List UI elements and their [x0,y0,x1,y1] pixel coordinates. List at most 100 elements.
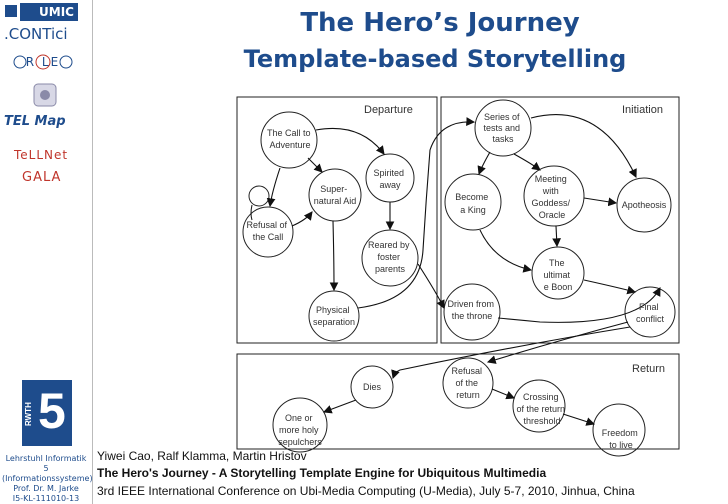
node-series-line-2: tests and [483,123,520,133]
node-circle-dies [350,365,394,409]
node-sepulchers: One or more holy sepulchers [278,413,322,447]
node-boon: The ultimat e Boon [543,258,572,292]
return-frame [236,353,680,450]
node-spirited: Spirited away [373,168,406,190]
arrow-goddess-to-boon [552,225,562,248]
node-final-line-1: Final [639,302,659,312]
node-physical-line-1: Physical [316,305,350,315]
node-series-line-3: tasks [492,134,514,144]
node-physical-line-2: separation [313,317,355,327]
node-refusal-call-line-2: the Call [253,232,284,242]
node-sepulchers-line-2: more holy [279,425,319,435]
rwth-number: 5 [38,383,66,439]
arrow-final-to-refusal-return [486,321,629,364]
sidebar: UMIC .CONTici R LE TEL Map TeLLNet GALA … [0,0,93,504]
node-refusal-return-line-3: return [456,390,480,400]
node-call: The Call to Adventure [267,128,313,150]
arrow-series-to-king [477,151,491,176]
node-circle-sepulchers [272,397,328,453]
section-return: Return [632,363,665,375]
node-circle-series [474,99,532,157]
arrow-call-to-refusal [266,167,281,208]
node-goddess-line-2: with [542,186,559,196]
node-driven-line-2: the throne [452,311,493,321]
node-supernatural: Super- natural Aid [314,184,357,206]
umic-logo-mark [5,5,17,17]
arrow-goddess-to-apotheosis [583,197,618,207]
section-initiation: Initiation [622,104,663,116]
node-goddess-line-1: Meeting [535,174,567,184]
node-spirited-line-2: away [379,180,401,190]
node-freedom: Freedom to live [602,428,641,450]
node-driven: Driven from the throne [447,299,496,321]
node-sepulchers-line-1: One or [285,413,313,423]
node-circle-refusal-call-loop [248,185,270,207]
node-final-line-2: conflict [636,314,665,324]
node-apotheosis-line-1: Apotheosis [622,200,667,210]
node-freedom-line-2: to live [609,440,633,450]
node-series: Series of tests and tasks [483,112,522,144]
node-dies-line-1: Dies [363,382,382,392]
departure-frame [236,96,438,344]
slide-id: I5-KL-111010-13 [12,494,80,503]
node-goddess-line-3: Goddess/ [531,198,570,208]
role-circles-icon [13,54,73,70]
node-king-line-2: a King [460,205,486,215]
umic-logo: UMIC [20,3,78,21]
node-apotheosis: Apotheosis [622,200,667,210]
role-logo: R LE [8,47,78,77]
node-series-line-1: Series of [484,112,520,122]
node-crossing-line-2: of the return [516,404,565,414]
gala-logo: GALA [22,170,62,185]
arrow-call-to-spirited [315,127,385,155]
node-refusal-return: Refusal of the return [451,366,484,400]
node-boon-line-3: e Boon [544,282,573,292]
node-king: Become a King [455,192,491,215]
chair-info: Lehrstuhl Informatik 5 (Informationssyst… [2,454,93,504]
node-refusal-call-line-1: Refusal of [246,220,287,230]
node-circle-freedom [592,403,646,457]
node-boon-line-2: ultimat [543,270,570,280]
node-circle-king [444,173,502,231]
node-circle-physical [308,290,360,342]
node-crossing-line-1: Crossing [523,392,559,402]
arrow-physical-to-series [357,117,476,309]
node-goddess-line-4: Oracle [539,210,566,220]
conticiole-logo: .CONTici [4,25,68,43]
node-boon-line-1: The [549,258,565,268]
node-final: Final conflict [636,302,665,324]
node-circle-goddess [523,165,585,227]
node-circle-driven [443,283,501,341]
node-reared-line-2: foster [377,252,400,262]
node-dies: Dies [363,382,382,392]
node-driven-line-1: Driven from [447,299,494,309]
node-crossing-line-3: threshold [523,416,560,426]
footer-paper-title: The Hero's Journey - A Storytelling Temp… [97,466,547,480]
arrow-king-to-boon [479,229,533,273]
node-call-line-2: Adventure [269,140,310,150]
node-circle-supernatural [308,168,362,222]
arrow-refusal-to-supernatural [291,211,313,227]
refusal-loop-arc [250,204,253,221]
node-reared-line-3: parents [375,264,406,274]
chair-name: Lehrstuhl Informatik 5 (Informationssyst… [2,454,93,493]
node-crossing: Crossing of the return threshold [516,392,567,426]
node-supernatural-line-1: Super- [320,184,347,194]
node-reared: Reared by foster parents [368,240,412,274]
node-circle-spirited [365,153,415,203]
node-circle-crossing [512,379,566,433]
sidebar-divider [92,0,93,504]
arrow-supernatural-to-physical [329,220,339,292]
node-goddess: Meeting with Goddess/ Oracle [531,174,572,220]
slide-subtitle: Template-based Storytelling [243,45,627,73]
node-king-line-1: Become [455,192,488,202]
initiation-frame [440,96,680,344]
footer-authors: Yiwei Cao, Ralf Klamma, Martin Hristov [97,449,307,463]
arrow-refusal-return-to-crossing [491,388,516,400]
arrow-boon-to-final [583,279,637,295]
node-circle-final [624,286,676,338]
role-logo-text: R LE [25,55,61,69]
section-departure: Departure [364,104,413,116]
tellnet-logo: TeLLNet [14,148,69,162]
